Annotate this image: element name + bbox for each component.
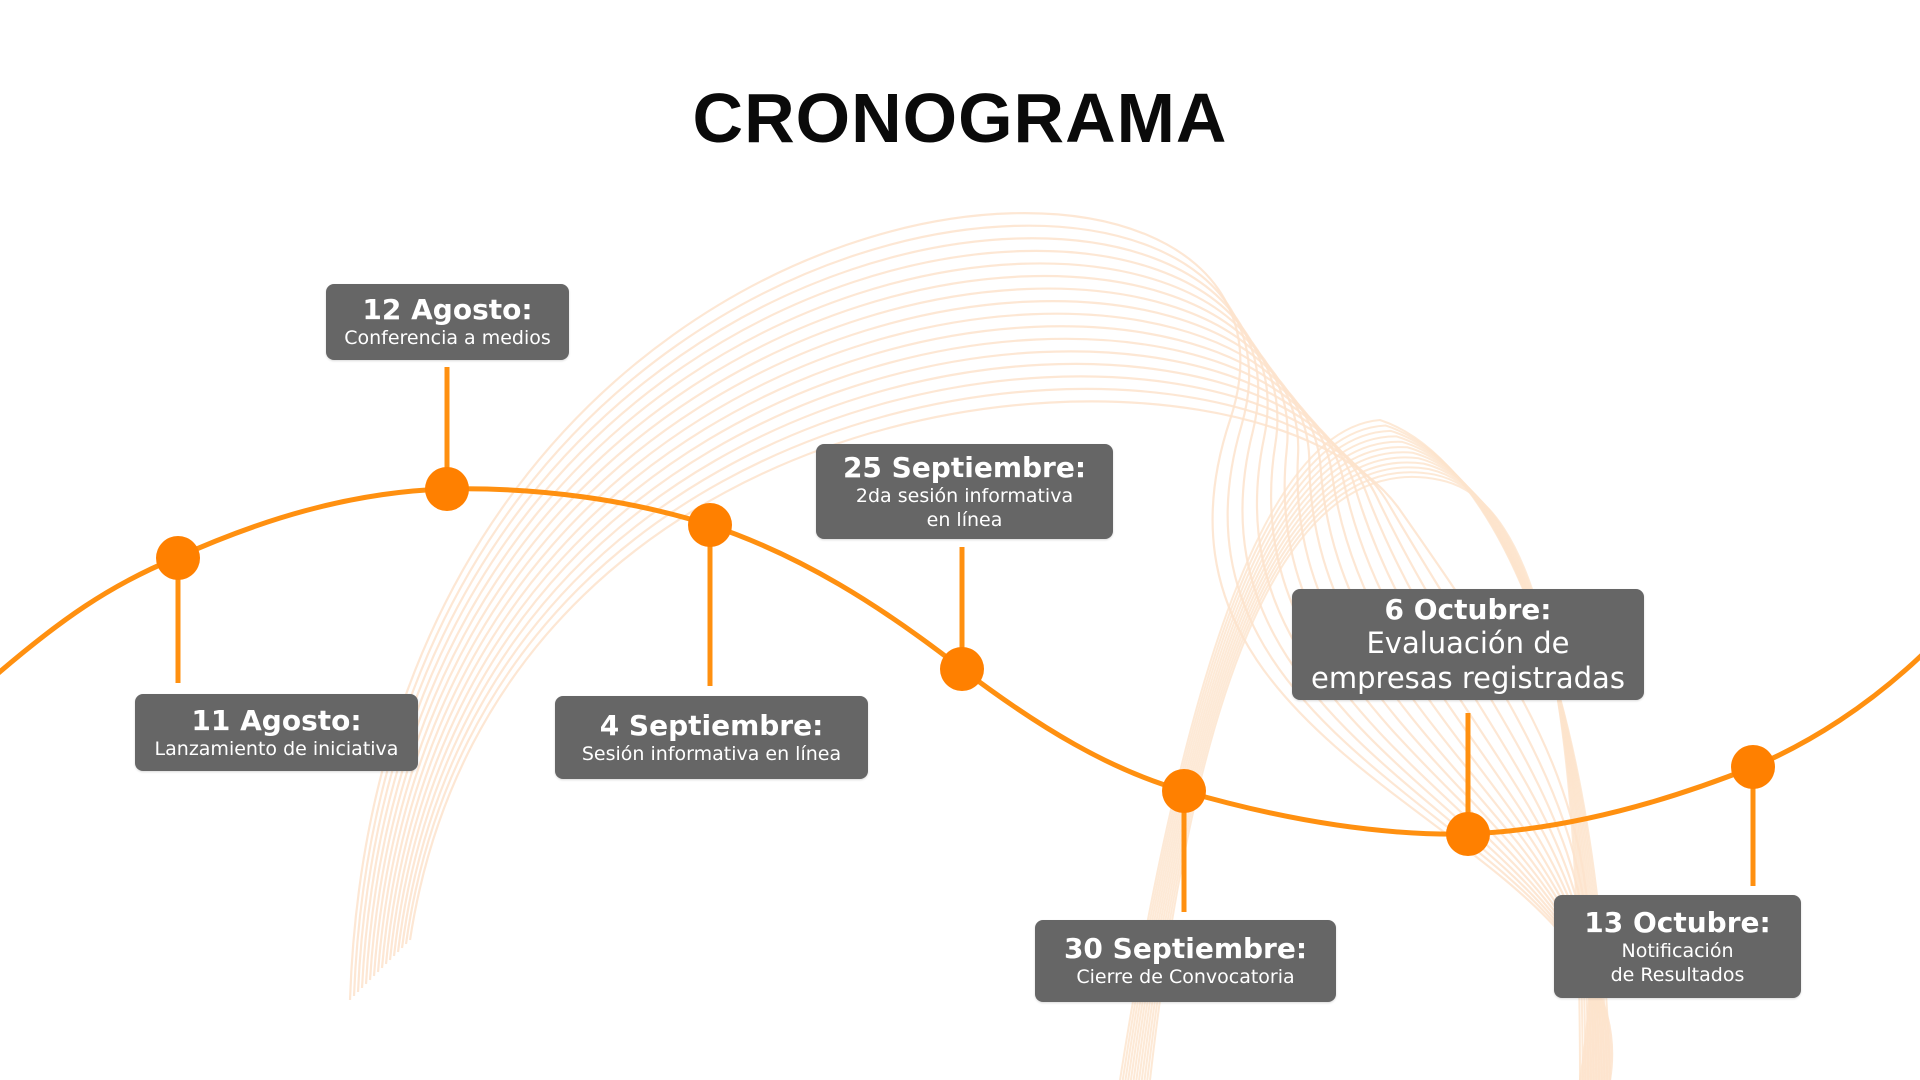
milestone-description: empresas registradas <box>1311 660 1625 695</box>
milestone-date: 6 Octubre: <box>1384 592 1552 626</box>
swirl-arc <box>1149 475 1581 1080</box>
milestone-description: Conferencia a medios <box>344 327 551 349</box>
milestone-description: Cierre de Convocatoria <box>1076 966 1295 988</box>
swirl-arc <box>384 325 1598 1080</box>
milestone-card-30-septiembre: 30 Septiembre: Cierre de Convocatoria <box>1035 920 1336 1002</box>
milestone-dot <box>1731 745 1775 789</box>
milestone-description: Notificación <box>1621 939 1734 962</box>
milestone-dot <box>156 536 200 580</box>
milestone-date: 25 Septiembre: <box>842 450 1087 484</box>
milestone-date: 12 Agosto: <box>362 293 533 326</box>
milestone-card-13-octubre: 13 Octubre: Notificación de Resultados <box>1554 895 1801 998</box>
milestone-dot <box>688 503 732 547</box>
milestone-date: 4 Septiembre: <box>599 708 824 742</box>
milestone-description: Lanzamiento de iniciativa <box>154 737 399 760</box>
milestone-description: Evaluación de <box>1366 625 1570 660</box>
milestone-dot <box>425 467 469 511</box>
milestone-card-11-agosto: 11 Agosto: Lanzamiento de iniciativa <box>135 694 418 771</box>
milestone-date: 30 Septiembre: <box>1063 932 1308 965</box>
swirl-arc <box>400 375 1593 1080</box>
milestone-description: 2da sesión informativa <box>855 484 1074 507</box>
swirl-arc <box>392 350 1595 1080</box>
milestone-card-25-septiembre: 25 Septiembre: 2da sesión informativa en… <box>816 444 1113 539</box>
milestone-description: de Resultados <box>1610 963 1745 986</box>
milestone-card-6-octubre: 6 Octubre: Evaluación de empresas regist… <box>1292 589 1644 700</box>
milestone-card-12-agosto: 12 Agosto: Conferencia a medios <box>326 284 569 360</box>
milestone-description: Sesión informativa en línea <box>581 742 842 765</box>
swirl-arc <box>364 262 1606 1080</box>
milestone-date: 11 Agosto: <box>191 703 362 737</box>
milestone-dot <box>1162 769 1206 813</box>
swirl-arc <box>372 287 1603 1080</box>
milestone-card-4-septiembre: 4 Septiembre: Sesión informativa en líne… <box>555 696 868 779</box>
milestone-dot <box>940 647 984 691</box>
milestone-description: en línea <box>926 508 1003 531</box>
page-title: CRONOGRAMA <box>692 79 1228 157</box>
milestone-date: 13 Octubre: <box>1584 905 1771 939</box>
milestone-dot <box>1446 812 1490 856</box>
swirl-arc <box>376 300 1601 1080</box>
